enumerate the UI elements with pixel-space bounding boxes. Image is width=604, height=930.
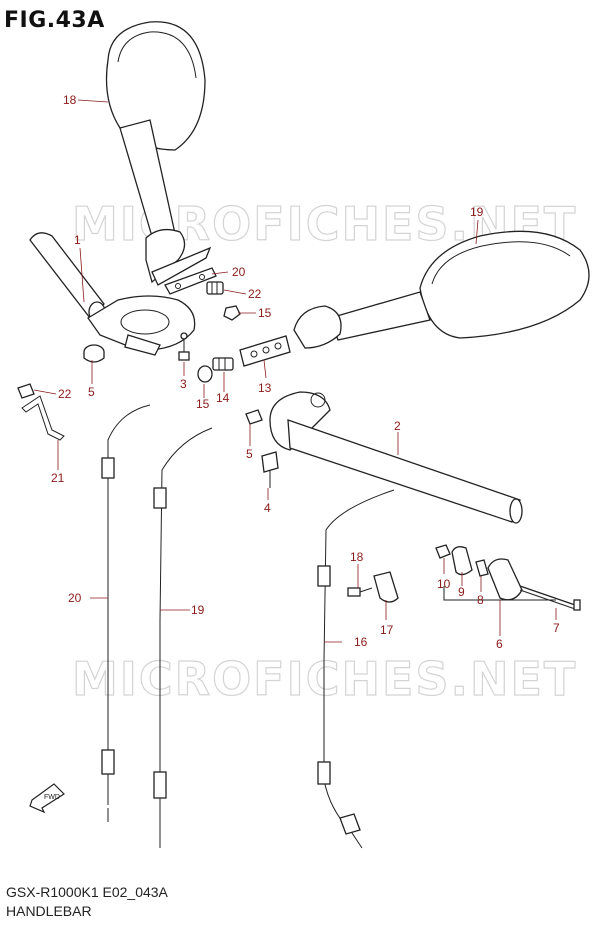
part-15-nut-lower (197, 365, 213, 383)
callout-2: 2 (394, 419, 401, 433)
part-17-clamp (373, 571, 399, 603)
callout-20: 20 (68, 591, 82, 605)
callout-11: 18 (63, 93, 77, 107)
callout-14-upper: 22 (248, 287, 262, 301)
callout-4: 4 (264, 501, 271, 515)
callout-9: 9 (458, 585, 465, 599)
part-4-bolt (261, 451, 279, 488)
part-6-balancer (487, 558, 523, 601)
fwd-arrow-icon: FWD (29, 783, 65, 814)
bracket-6-7-8-9-10 (443, 586, 556, 601)
callout-8: 8 (477, 593, 484, 607)
part-14-screw-lower (212, 357, 234, 371)
callout-6: 6 (496, 637, 503, 651)
callout-18: 18 (350, 550, 364, 564)
figure-title: FIG.43A (4, 8, 105, 33)
part-12-right-mirror (293, 230, 590, 349)
callout-13-lower: 13 (258, 381, 272, 395)
part-8-spacer (475, 559, 489, 577)
part-14-screw-upper (206, 281, 224, 295)
callout-22: 22 (58, 387, 72, 401)
part-1-left-handlebar (29, 232, 196, 356)
callout-19: 19 (191, 603, 205, 617)
part-9-ring (451, 546, 473, 576)
callout-5-right: 5 (246, 447, 253, 461)
part-7-long-bolt (519, 585, 581, 611)
part-15-nut-upper (223, 305, 241, 321)
callout-12: 19 (470, 205, 484, 219)
part-13-plate-upper (164, 267, 217, 295)
leader-lines (33, 99, 557, 643)
part-3-bolt (178, 332, 190, 361)
callout-7: 7 (553, 621, 560, 635)
part-20-throttle-cable (101, 404, 151, 822)
part-5-cap-left (83, 344, 105, 363)
part-11-left-mirror (105, 21, 212, 286)
model-code: GSX-R1000K1 E02_043A (6, 884, 168, 900)
section-name: HANDLEBAR (6, 903, 92, 919)
callout-15-upper: 15 (258, 306, 272, 320)
callout-3: 3 (180, 377, 187, 391)
part-13-plate-lower (239, 335, 291, 367)
part-18-screw (347, 587, 373, 597)
part-10-nut (435, 544, 451, 559)
part-2-right-handlebar (269, 391, 523, 524)
part-5-cap-right (245, 409, 263, 425)
callout-14-lower: 14 (216, 391, 230, 405)
callout-16: 16 (354, 635, 368, 649)
callout-1: 1 (74, 233, 81, 247)
watermark-bottom: MICROFICHES.NET (72, 652, 577, 706)
part-19-throttle-cable (153, 427, 213, 848)
part-22-bolt (17, 383, 35, 399)
fwd-label: FWD (44, 794, 60, 801)
callout-21: 21 (51, 471, 65, 485)
part-16-clutch-cable (317, 489, 395, 849)
callout-17: 17 (380, 623, 394, 637)
callout-13-upper: 20 (232, 265, 246, 279)
callout-10: 10 (437, 577, 451, 591)
callout-5-left: 5 (88, 385, 95, 399)
part-21-bracket (21, 395, 65, 441)
callout-15-lower: 15 (196, 397, 210, 411)
